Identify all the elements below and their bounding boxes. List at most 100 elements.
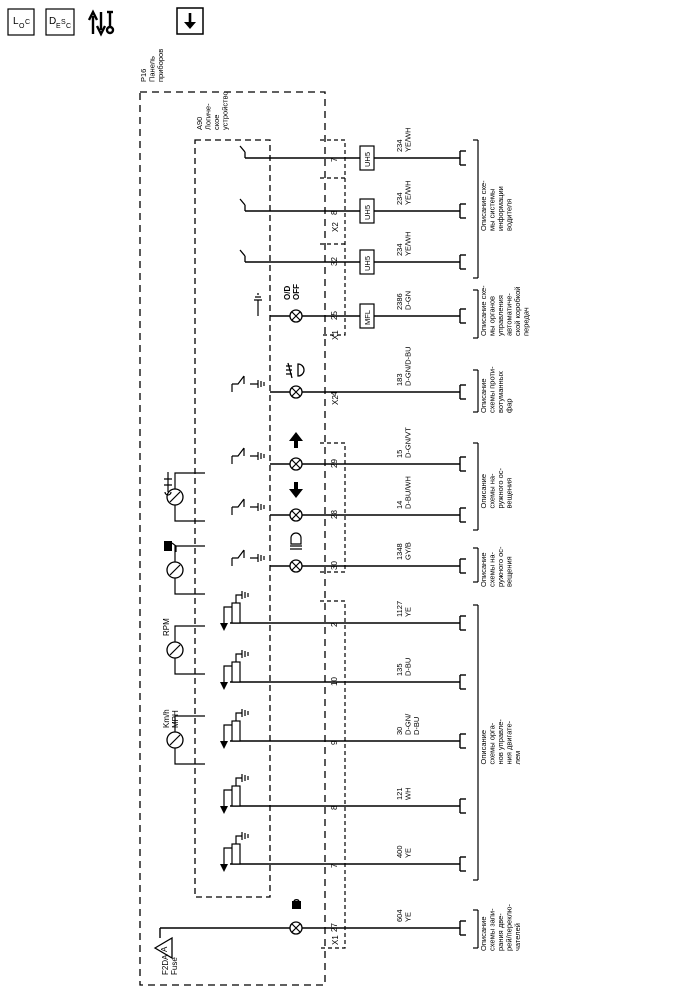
pin-number: 10: [330, 677, 339, 686]
reference-label: лем: [513, 751, 522, 765]
reference-label: Описание: [479, 378, 488, 413]
connector-label: X2: [331, 395, 340, 405]
option-label: UH5: [363, 152, 372, 167]
reference-label: рей/переклю-: [505, 903, 514, 951]
ground-symbol: [235, 591, 249, 603]
wire-label: 234: [395, 192, 404, 205]
pin-number: 32: [330, 257, 339, 266]
fuse-symbol: [153, 936, 173, 960]
logic-module-label: A90: [195, 117, 204, 130]
resistor-symbol: [231, 785, 241, 807]
reference-label: Описание: [479, 552, 488, 587]
tools-button[interactable]: [86, 6, 118, 38]
option-box: [359, 198, 375, 224]
reference-label: схемы орга-: [488, 722, 497, 764]
switch-symbol: [239, 198, 246, 211]
pin-number: 8: [330, 210, 339, 215]
reference-label: схемы запи-: [488, 908, 497, 951]
ground-switch-symbol: [232, 375, 265, 388]
logic-module-label: устройство: [221, 91, 230, 130]
security-lamp-icon: [293, 899, 300, 902]
reference-label: ской коробкой: [513, 287, 522, 336]
wire-label: YE: [404, 607, 413, 617]
pin-number: 25: [330, 311, 339, 320]
reference-label: автоматиче-: [505, 293, 514, 336]
od-off-label: O/D: [283, 286, 292, 300]
resistor-symbol: [231, 661, 241, 683]
reference-label: Описание: [479, 474, 488, 509]
reference-label: схемы проти-: [488, 366, 497, 413]
wire-label: YE: [404, 912, 413, 922]
pin-number: 8: [330, 805, 339, 810]
down-button[interactable]: [176, 7, 204, 35]
arrow-symbol: [220, 806, 228, 814]
reference-label: фар: [505, 398, 514, 413]
pin-number: 9: [330, 740, 339, 745]
gauge-needle: [169, 734, 181, 746]
security-lamp-icon: [292, 901, 301, 909]
ground-switch-symbol: [232, 447, 265, 460]
panel-label: приборов: [156, 49, 165, 82]
arrow-symbol: [220, 864, 228, 872]
wire-label: GY/B: [404, 542, 413, 560]
arrow-symbol: [220, 741, 228, 749]
resistor-symbol: [231, 720, 241, 742]
location-button[interactable]: L O C: [7, 8, 35, 36]
gauge-wire: [174, 748, 205, 765]
pin-number: 7: [330, 863, 339, 868]
wire-label: 234: [395, 243, 404, 256]
fuse-label: F2DA: [161, 954, 170, 975]
gauge-needle: [169, 491, 181, 503]
wire-label: 183: [395, 373, 404, 386]
sensor-link: [223, 665, 232, 682]
option-label: UH5: [363, 256, 372, 271]
ground-symbol: [235, 832, 249, 844]
wire-label: 121: [395, 787, 404, 800]
fog-lamp-icon: [286, 362, 305, 379]
fuse-label: Fuse: [170, 957, 179, 975]
wire-label: 234: [395, 139, 404, 152]
wire-label: D-GN/VT: [404, 427, 413, 458]
reference-label: ружного ос-: [496, 546, 505, 587]
temperature-gauge-icon: [164, 472, 172, 496]
description-icon: D E S C: [45, 8, 75, 36]
pin-number: 4: [330, 391, 339, 396]
option-label: MFL: [363, 310, 372, 325]
connector-label: X1: [331, 330, 340, 340]
high-beam-icon: [290, 532, 302, 550]
wire-label: YE/WH: [404, 127, 413, 152]
reference-label: Описание схе-: [479, 285, 488, 336]
gauge-wire: [174, 625, 205, 642]
reference-label: Описание схе-: [479, 180, 488, 231]
arrow-symbol: [220, 682, 228, 690]
panel-label: P16: [139, 69, 148, 82]
od-off-label: OFF: [292, 284, 301, 300]
wire-label: D-BU/WH: [404, 476, 413, 509]
wire-label: WH: [404, 788, 413, 801]
wire-label: 15: [395, 450, 404, 458]
gauge-wire: [174, 578, 205, 595]
tachometer-label: RPM: [162, 618, 171, 636]
arrow-symbol: [220, 623, 228, 631]
panel-frame: [139, 91, 326, 986]
reference-label: вещения: [505, 556, 514, 587]
pin-number: 27: [330, 923, 339, 932]
wire-label: 2386: [395, 293, 404, 310]
svg-text:O: O: [19, 23, 25, 30]
connector-x1-top: [320, 139, 346, 336]
wire-label: 30: [395, 727, 404, 735]
svg-text:D: D: [49, 16, 56, 27]
wire-label: 135: [395, 663, 404, 676]
wire-label: 1348: [395, 543, 404, 560]
pin-number: 7: [330, 157, 339, 162]
turn-signal-right-icon: [289, 432, 303, 448]
reference-label: рания две-: [496, 913, 505, 951]
reference-label: Описание: [479, 916, 488, 951]
fuel-gauge-icon: [164, 541, 172, 551]
reference-label: водителя: [505, 199, 514, 231]
pin-number: 30: [330, 561, 339, 570]
wire-label: D-BU: [412, 717, 421, 735]
description-button[interactable]: D E S C: [45, 8, 75, 36]
fuel-gauge-icon: [171, 542, 177, 552]
option-box: [359, 303, 375, 329]
